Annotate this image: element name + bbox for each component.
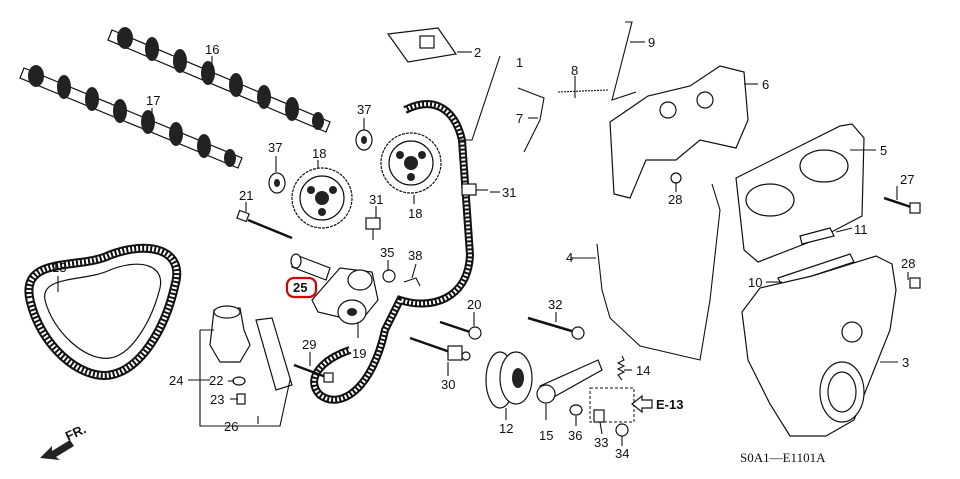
callout-25[interactable]: 25 [293,280,307,295]
callout-24[interactable]: 24 [169,373,183,388]
collar-25[interactable] [290,253,331,281]
bolt-29[interactable] [293,363,334,383]
cam-pulley-18-right[interactable] [380,132,442,194]
washer-37-left[interactable] [268,172,286,194]
callout-23[interactable]: 23 [210,392,224,407]
crank-pulley-12[interactable] [485,351,533,409]
bolt-21[interactable] [236,209,293,240]
callout-28-upper[interactable]: 28 [668,192,682,207]
callout-34[interactable]: 34 [615,446,629,461]
bolt-28-lower[interactable] [909,277,921,289]
callout-22[interactable]: 22 [209,373,223,388]
callout-27[interactable]: 27 [900,172,914,187]
nut-34[interactable] [615,423,629,437]
callout-3[interactable]: 3 [902,355,909,370]
timing-belt-13[interactable] [24,243,182,380]
direction-indicator: FR. [40,421,88,460]
bracket-26[interactable] [255,317,293,391]
callout-26[interactable]: 26 [224,419,238,434]
washer-37-right[interactable] [355,129,373,151]
leader-lines [57,41,909,446]
bolt-32[interactable] [527,316,585,340]
callout-7[interactable]: 7 [516,111,523,126]
camshaft-17[interactable] [19,65,243,169]
diagram-code: S0A1—E1101A [740,450,826,465]
callout-35[interactable]: 35 [380,245,394,260]
camshaft-16[interactable] [107,27,331,133]
callout-2[interactable]: 2 [474,45,481,60]
cover-5[interactable] [735,123,865,263]
callout-labels: 1 2 3 4 5 6 7 8 9 10 11 12 13 14 15 16 1… [52,35,915,461]
callout-11[interactable]: 11 [854,222,868,237]
callout-37-right[interactable]: 37 [357,102,371,117]
callout-13[interactable]: 13 [52,260,66,275]
callout-9[interactable]: 9 [648,35,655,50]
callout-15[interactable]: 15 [539,428,553,443]
callout-4[interactable]: 4 [566,250,573,265]
callout-16[interactable]: 16 [205,42,219,57]
timing-belt-installed [310,100,475,404]
callout-8[interactable]: 8 [571,63,578,78]
washer-36[interactable] [569,404,583,416]
auto-tensioner-22-23[interactable] [209,305,251,363]
bolt-30[interactable] [409,336,471,361]
reference-arrow[interactable]: E-13 [631,394,683,414]
callout-19[interactable]: 19 [352,346,366,361]
bolt-20[interactable] [439,320,482,340]
bolt-31-upper[interactable] [461,183,488,196]
sticker-2[interactable] [386,27,458,63]
bar-11[interactable] [799,227,835,245]
callout-21[interactable]: 21 [239,188,253,203]
upper-cover-6[interactable] [609,65,749,199]
callout-37-left[interactable]: 37 [268,140,282,155]
cam-pulley-18-left[interactable] [291,167,353,229]
washer-22[interactable] [232,376,246,386]
callout-10[interactable]: 10 [748,275,762,290]
callout-14[interactable]: 14 [636,363,650,378]
callout-1[interactable]: 1 [516,55,523,70]
lower-cover-3[interactable] [741,255,897,437]
callout-29[interactable]: 29 [302,337,316,352]
callout-31-lower[interactable]: 31 [369,192,383,207]
bolt-31-lower[interactable] [365,217,381,240]
callout-32[interactable]: 32 [548,297,562,312]
callout-5[interactable]: 5 [880,143,887,158]
callout-6[interactable]: 6 [762,77,769,92]
bolt-23[interactable] [236,393,246,405]
gasket-8[interactable] [557,89,609,93]
gasket-4[interactable] [596,183,721,361]
callout-20[interactable]: 20 [467,297,481,312]
callout-28-lower[interactable]: 28 [901,256,915,271]
callout-38[interactable]: 38 [408,248,422,263]
callout-17[interactable]: 17 [146,93,160,108]
adjuster-15[interactable] [536,359,603,404]
callout-18-left[interactable]: 18 [312,146,326,161]
direction-arrow-icon [40,440,74,460]
tensioner-19[interactable] [311,267,379,325]
callout-18-right[interactable]: 18 [408,206,422,221]
spring-pin-38[interactable] [403,277,421,287]
reference-label: E-13 [656,397,683,412]
callout-31-upper[interactable]: 31 [502,185,516,200]
bolt-27[interactable] [883,196,921,214]
callout-12[interactable]: 12 [499,421,513,436]
direction-label: FR. [63,421,88,443]
spring-14[interactable] [616,355,626,381]
gasket-9[interactable] [611,21,637,101]
callout-33[interactable]: 33 [594,435,608,450]
highlight-box [285,276,318,299]
bolt-33[interactable] [593,409,605,423]
callout-36[interactable]: 36 [568,428,582,443]
nut-35[interactable] [382,269,396,283]
callout-30[interactable]: 30 [441,377,455,392]
gasket-7[interactable] [517,87,545,153]
bolt-28-upper[interactable] [670,172,682,184]
